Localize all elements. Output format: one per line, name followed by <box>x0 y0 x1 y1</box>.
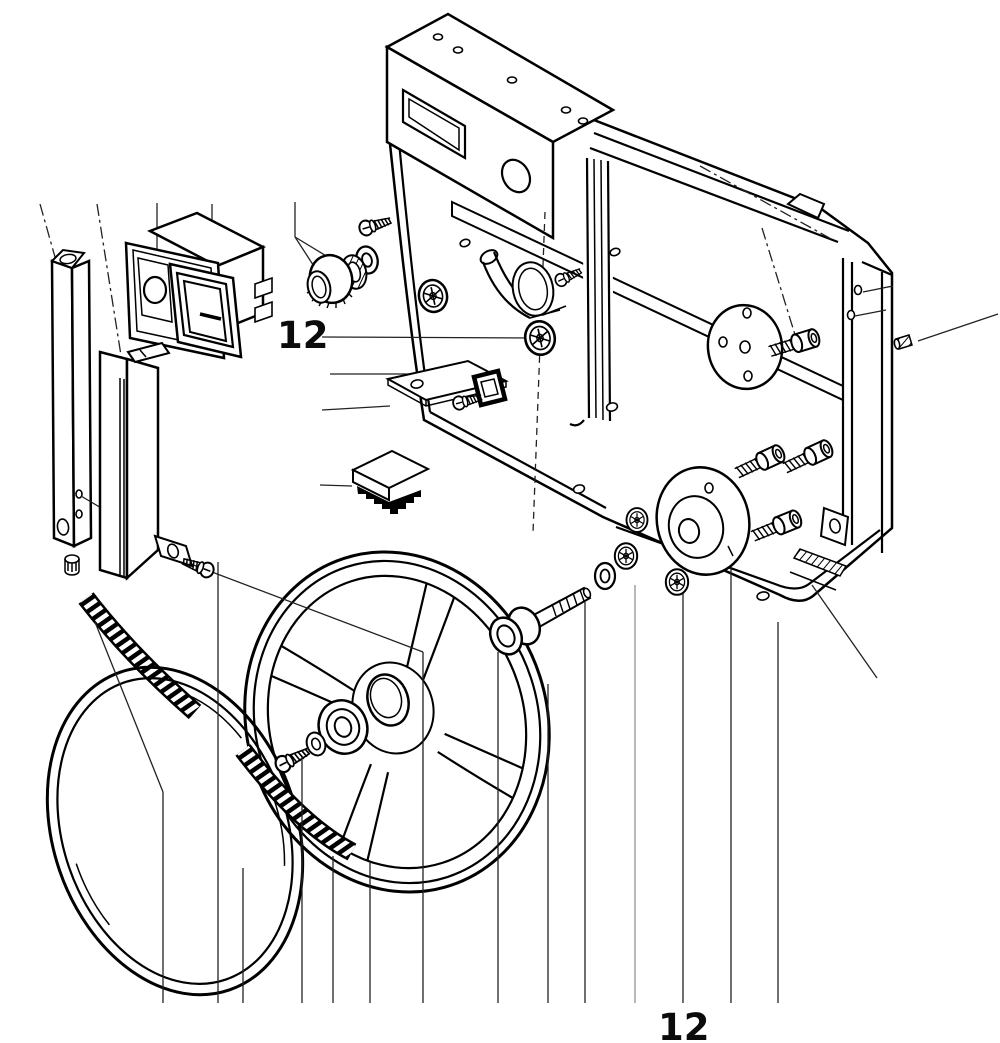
set-nut <box>893 334 913 350</box>
hub-screw <box>271 742 314 776</box>
callout-12-top: 12 <box>277 314 329 357</box>
cleaning-brush <box>350 449 431 514</box>
channel-bracket <box>98 341 217 581</box>
bearing-flange <box>706 303 823 391</box>
drive-belt <box>78 592 202 720</box>
cable-clamp <box>479 249 585 319</box>
switch-on-symbol <box>199 312 222 321</box>
rack-serration <box>792 548 848 577</box>
torx-nut-item12 <box>664 568 690 596</box>
rocker-switch <box>124 211 273 360</box>
knurled-knob <box>306 253 354 309</box>
rocker-face <box>182 279 228 343</box>
panel-hole <box>500 158 532 194</box>
knob-washer-set <box>306 212 395 309</box>
leader-lines <box>39 165 999 1003</box>
right-upright <box>841 258 893 553</box>
torx-nut-2 <box>625 507 649 533</box>
switch-off-symbol <box>142 275 168 305</box>
panel-screw-holes <box>432 33 589 125</box>
display-window <box>401 88 467 160</box>
control-panel-box <box>384 12 616 241</box>
motor-flange <box>655 466 751 576</box>
axle-shaft <box>488 586 592 656</box>
wheel-bearing <box>317 699 369 755</box>
band-wheel <box>243 550 592 894</box>
screw-bracket <box>819 506 850 547</box>
drive-belt-lower <box>235 744 357 861</box>
torx-nut-1 <box>613 542 639 570</box>
frame-holes <box>459 238 863 601</box>
bracket-tab <box>126 341 171 364</box>
post-nut <box>64 554 80 576</box>
brush-bristles <box>357 486 421 514</box>
callout-12-bottom: 12 <box>658 1006 710 1043</box>
square-post <box>50 248 104 576</box>
rail-step <box>786 192 826 220</box>
switch-terminal <box>254 276 273 300</box>
axle-washer <box>593 561 617 591</box>
center-channel <box>569 157 614 427</box>
pan-screw <box>356 212 395 239</box>
base-plate-edge <box>615 525 881 590</box>
switch-terminal <box>254 300 273 324</box>
mounting-plate <box>385 359 509 412</box>
